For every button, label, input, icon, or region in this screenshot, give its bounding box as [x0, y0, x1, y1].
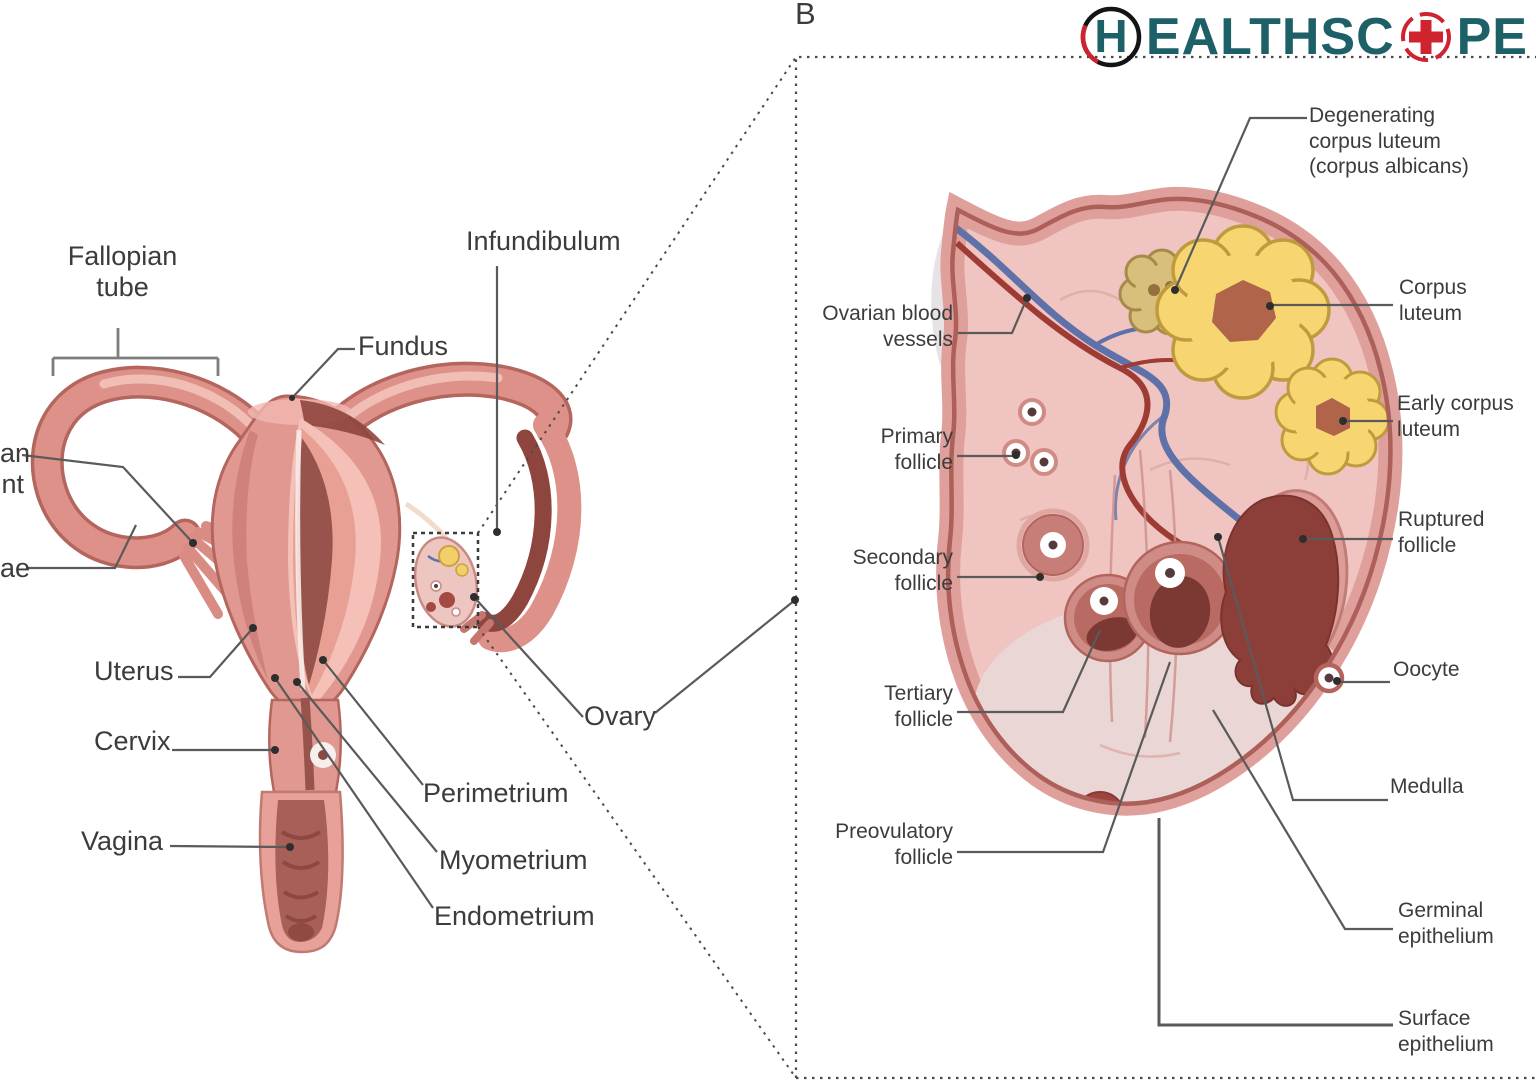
fundus-line: [291, 347, 355, 399]
label-endometrium: Endometrium: [434, 901, 595, 931]
ligament-line: [21, 453, 194, 544]
uterus-line: [178, 627, 254, 679]
label-ovarian-ligament-cut: an nt: [0, 438, 31, 499]
myometrium-line: [296, 681, 438, 853]
vagina-line: [169, 844, 288, 849]
early-corpus-luteum: [1274, 357, 1391, 476]
label-tertiary-follicle: Tertiary follicle: [884, 682, 953, 731]
label-germinal-epithelium: Germinal epithelium: [1398, 899, 1494, 948]
right-ovary-mini: [413, 536, 479, 628]
panel-b-marker: B: [795, 0, 816, 31]
label-uterus: Uterus: [94, 656, 174, 686]
vessels-line: [958, 297, 1029, 335]
zoom-connector-top: [477, 56, 797, 534]
degenerating-line: [1173, 116, 1307, 291]
label-degenerating-corpus-luteum: Degenerating corpus luteum (corpus albic…: [1309, 104, 1469, 179]
healthscope-logo: H EALTHSC PE: [1078, 4, 1528, 70]
ovary-line-right: [654, 599, 796, 714]
label-fallopian-tube: Fallopian tube: [67, 241, 178, 302]
label-fimbriae-cut: ae: [0, 553, 31, 583]
label-corpus-luteum: Corpus luteum: [1399, 276, 1467, 325]
tertiary-line: [957, 629, 1102, 714]
label-oocyte: Oocyte: [1393, 658, 1460, 681]
label-medulla: Medulla: [1390, 775, 1464, 798]
panel-b-frame: [794, 55, 1536, 1080]
logo-cross-icon: [1400, 12, 1451, 62]
fallopian-bracket: [51, 328, 220, 376]
label-myometrium: Myometrium: [439, 845, 588, 875]
logo-h-letter: H: [1094, 10, 1127, 62]
label-primary-follicle: Primary follicle: [880, 425, 953, 474]
label-ovarian-blood-vessels: Ovarian blood vessels: [822, 302, 953, 351]
label-vagina: Vagina: [81, 826, 164, 856]
label-preovulatory-follicle: Preovulatory follicle: [835, 820, 953, 869]
perimetrium-line: [322, 659, 424, 786]
label-perimetrium: Perimetrium: [423, 778, 569, 808]
primary-follicles: [1002, 398, 1058, 476]
leader-dots: [189, 286, 1347, 851]
germinal-line: [1212, 709, 1393, 931]
endometrium-line: [274, 677, 434, 909]
label-fundus: Fundus: [358, 331, 449, 361]
ovary-illustration: [931, 186, 1403, 816]
logo-text-mid: EALTHSC: [1145, 8, 1395, 66]
logo-h-circle-icon: H: [1080, 6, 1142, 68]
label-secondary-follicle: Secondary follicle: [852, 546, 953, 595]
preovulatory-line: [957, 661, 1172, 854]
fimbriae-line: [26, 524, 137, 570]
label-early-corpus-luteum: Early corpus luteum: [1397, 392, 1514, 441]
uterus-illustration: [30, 361, 582, 954]
label-cervix: Cervix: [94, 726, 171, 756]
logo-text-end: PE: [1456, 8, 1528, 66]
medulla-line: [1216, 536, 1388, 802]
label-surface-epithelium: Surface epithelium: [1398, 1007, 1494, 1056]
label-infundibulum: Infundibulum: [466, 226, 621, 256]
uterine-cavity: [297, 438, 333, 685]
infundibulum-dark: [474, 429, 552, 632]
callout-construction: [411, 55, 1536, 1080]
leader-lines: [21, 116, 1393, 1027]
ovary-zoom-box: [411, 531, 480, 629]
label-ruptured-follicle: Ruptured follicle: [1398, 508, 1485, 557]
label-ovary: Ovary: [584, 701, 657, 731]
surface-line: [1157, 818, 1393, 1027]
secondary-follicle: [1016, 508, 1090, 582]
preovulatory-follicle: [1122, 540, 1238, 656]
corpus-luteum: [1155, 224, 1331, 400]
ovary-line-left: [473, 596, 584, 718]
